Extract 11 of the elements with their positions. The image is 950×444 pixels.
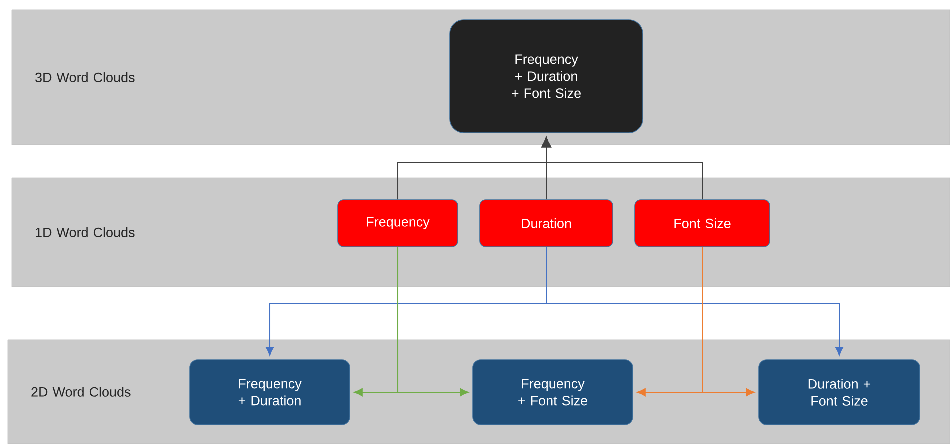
rounded-box: Frequency + Duration	[190, 360, 350, 426]
arrow	[541, 137, 552, 200]
rounded-box: Font Size	[634, 200, 770, 248]
rounded-box: Duration + Font Size	[758, 360, 920, 426]
arrow	[546, 246, 844, 356]
rounded-box: Frequency + Font Size	[472, 360, 634, 426]
arrow	[702, 246, 755, 397]
rounded-box: Frequency	[338, 200, 458, 248]
rounded-box: Duration	[480, 200, 614, 248]
arrow	[398, 246, 469, 397]
rounded-box: Frequency + Duration + Font Size	[450, 20, 644, 134]
